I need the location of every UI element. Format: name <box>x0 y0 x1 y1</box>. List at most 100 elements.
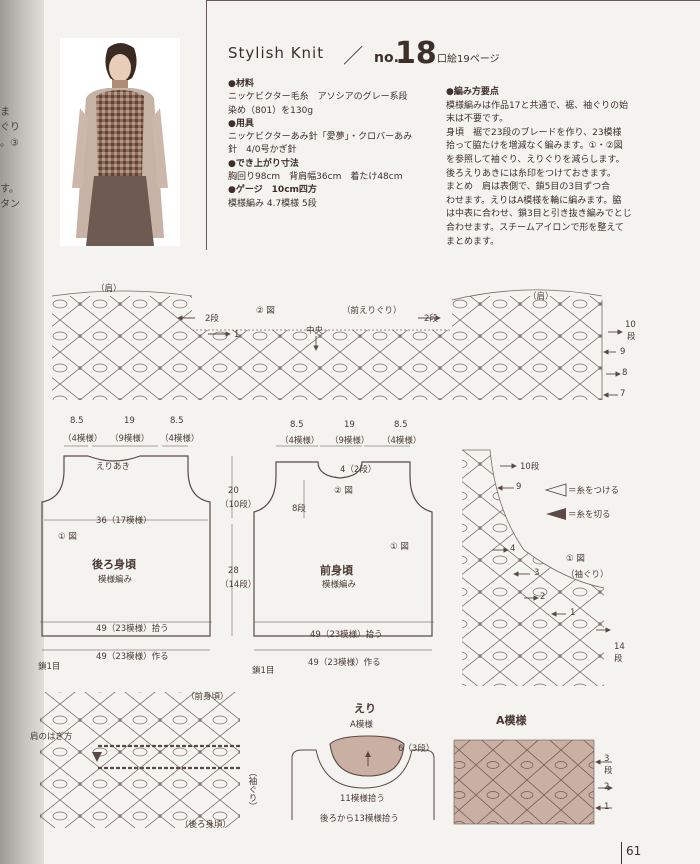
back-neck-label: えりあき <box>96 462 131 472</box>
tools-heading: ●用具 <box>228 118 254 129</box>
photo-page-reference: 口絵19ページ <box>437 54 500 65</box>
gauge-heading: ●ゲージ 10cm四方 <box>228 185 317 196</box>
instructions-block: ●編み方要点 模様編みは作品17と共通で、裾、袖ぐりの始 末は不要です。 身頃 … <box>446 86 682 249</box>
diagram-1-chart <box>462 449 605 686</box>
front-width-left-pattern: （4模様） <box>280 436 320 446</box>
armhole-row-1: 1 <box>570 608 576 618</box>
back-armhole-rows: （10段） <box>220 500 257 510</box>
back-foundation-label: 49（23模様）作る <box>96 652 169 662</box>
diagram-1-label: ① 図 <box>566 554 585 564</box>
pattern-a-row-3-unit: 段 <box>604 766 613 776</box>
armhole-row-14: 14 <box>614 642 625 652</box>
diagram-2-chart <box>51 289 603 400</box>
legend-markers <box>544 483 567 520</box>
back-width-right-pattern: （4模様） <box>160 434 200 444</box>
back-pickup-label: 49（23模様）拾う <box>96 624 169 634</box>
materials-line: ニッケビクター毛糸 アソシアのグレー系段 <box>228 92 408 103</box>
armhole-row-10: 10段 <box>520 462 540 472</box>
pattern-number: 18 <box>395 36 437 71</box>
instructions-line: 合わせます。スチームアイロンで形を整えて <box>446 222 624 233</box>
legend-attach-yarn: ＝糸をつける <box>568 486 620 496</box>
front-neckline-label: （前えりぐり） <box>342 306 402 316</box>
front-chain-label: 鎖1目 <box>252 666 275 676</box>
pattern-a-arrows <box>595 759 613 811</box>
front-diagram-2-label: ② 図 <box>334 486 353 496</box>
armhole-row-4: 4 <box>510 544 516 554</box>
armhole-row-2: 2 <box>540 592 546 602</box>
number-label: no. <box>374 50 399 66</box>
materials-line: 染め（801）を130g <box>228 105 314 116</box>
back-piece-pattern: 模様編み <box>98 575 133 585</box>
left-page-text: タン <box>0 199 20 210</box>
front-neck-depth: 4（2段） <box>340 465 377 475</box>
legend-cut-yarn: ＝糸を切る <box>568 510 611 520</box>
front-diagram-1-label: ① 図 <box>390 542 409 552</box>
materials-block: ●材料 ニッケビクター毛糸 アソシアのグレー系段 染め（801）を130g ●用… <box>228 78 438 211</box>
instructions-heading: ●編み方要点 <box>446 87 499 97</box>
back-width-left: 8.5 <box>70 416 84 426</box>
instructions-line: まとめます。 <box>446 236 500 247</box>
back-width-center: 19 <box>124 416 135 426</box>
back-armhole-height: 20 <box>228 486 239 496</box>
collar-diagram <box>291 735 435 820</box>
front-width-right-pattern: （4模様） <box>382 436 422 446</box>
row-10-unit: 段 <box>627 332 636 342</box>
collar-title: えり <box>354 702 376 715</box>
back-chest-width: 36（17模様） <box>96 516 152 526</box>
materials-heading: ●材料 <box>228 79 254 89</box>
shoulder-left-label: （肩） <box>96 284 122 294</box>
back-diagram-1-label: ① 図 <box>58 532 77 542</box>
diagram-1-arrows <box>492 463 611 633</box>
front-pickup-label: 49（23模様）拾う <box>310 630 383 640</box>
collar-pickup-back: 後ろから13模様拾う <box>320 814 399 824</box>
pattern-a-swatch <box>453 739 595 825</box>
page-number: 61 <box>626 844 642 858</box>
left-page-text: ま <box>0 107 10 118</box>
gauge-line: 模様編み 4.7模様 5段 <box>228 198 317 209</box>
tools-line: 針 4/0号かぎ針 <box>228 145 297 156</box>
front-foundation-label: 49（23模様）作る <box>308 658 381 668</box>
instructions-line: まとめ 肩は表側で、鎖5目の3目ずつ合 <box>446 182 611 193</box>
row-1-left-label: 1 <box>234 330 240 340</box>
shoulder-join-label: 肩のはぎ方 <box>30 732 73 742</box>
instructions-line: を参照して袖ぐり、えりぐりを減らします。 <box>446 154 625 165</box>
center-label: 中央 <box>306 326 324 336</box>
series-title: Stylish Knit <box>228 44 325 62</box>
left-page-text: 。③ <box>0 138 19 149</box>
back-chain-label: 鎖1目 <box>38 662 61 672</box>
shoulder-back-label: （後ろ身頃） <box>180 820 232 830</box>
row-2-left-label: 2段 <box>205 314 219 324</box>
front-width-center: 19 <box>344 420 355 430</box>
front-piece-outline <box>253 445 434 651</box>
size-line: 胸回り98cm 背肩幅36cm 着たけ48cm <box>228 172 403 183</box>
instructions-line: 末は不要です。 <box>446 114 509 125</box>
armhole-row-14-unit: 段 <box>614 654 623 664</box>
instructions-line: 模様編みは作品17と共通で、裾、袖ぐりの始 <box>446 100 629 111</box>
left-page-text: ぐり <box>0 122 20 133</box>
collar-pattern: A模様 <box>350 720 373 730</box>
page-number-rule <box>621 842 622 864</box>
pattern-a-row-3: 3 <box>604 754 610 764</box>
collar-rows: 6（3段） <box>398 744 435 754</box>
pattern-a-title: A模様 <box>496 714 527 727</box>
front-neck-rows: 8段 <box>292 504 306 514</box>
book-spine-shadow <box>0 0 46 864</box>
previous-page-edge: ま ぐり 。③ す。 タン <box>0 0 40 864</box>
top-rule <box>206 0 700 1</box>
shoulder-right-label: （肩） <box>528 292 554 302</box>
back-width-center-pattern: （9模様） <box>110 434 150 444</box>
back-piece-outline <box>40 445 233 651</box>
row-10-label: 10 <box>625 320 636 330</box>
front-width-right: 8.5 <box>394 420 408 430</box>
front-piece-name: 前身頃 <box>320 564 353 577</box>
armhole-row-9: 9 <box>516 482 522 492</box>
row-9-label: 9 <box>620 347 626 357</box>
front-width-left: 8.5 <box>290 420 304 430</box>
pattern-a-row-2: 2 <box>604 782 610 792</box>
instructions-line: は中表に合わせ、鎖3目と引き抜き編みでとじ <box>446 209 632 220</box>
front-piece-pattern: 模様編み <box>322 580 357 590</box>
shoulder-armhole-label: （袖ぐり） <box>247 768 257 811</box>
armhole-label: （袖ぐり） <box>566 570 609 580</box>
